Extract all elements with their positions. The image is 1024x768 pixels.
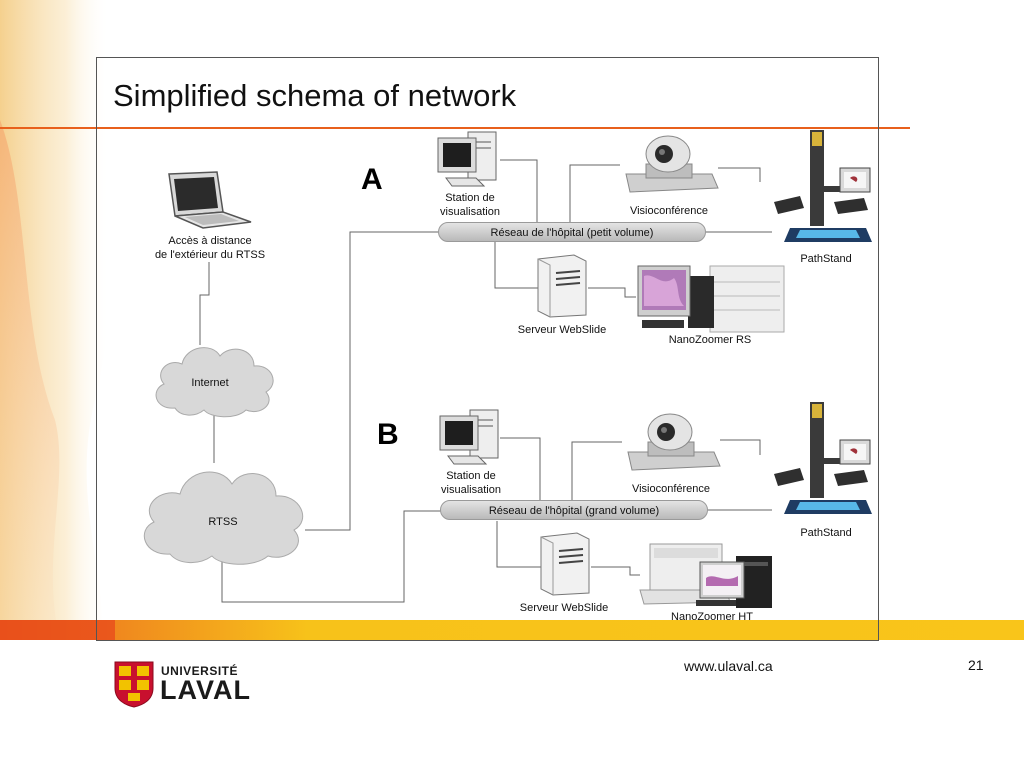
video-camera-icon: [625, 135, 719, 193]
footer-url: www.ulaval.ca: [684, 658, 773, 674]
nanozoomer-ht-icon: [639, 543, 772, 608]
server-icon: [537, 254, 587, 318]
server-b-label: Serveur WebSlide: [519, 602, 609, 614]
network-a-pill: Réseau de l'hôpital (petit volume): [438, 222, 706, 242]
internet-label: Internet: [191, 377, 229, 389]
station-a-label-1: Station de: [445, 192, 495, 204]
workstation-icon: [437, 131, 497, 187]
server-a-label: Serveur WebSlide: [517, 324, 607, 336]
slide-title: Simplified schema of network: [113, 78, 517, 113]
pathstand-icon: [774, 402, 872, 514]
server-icon: [540, 532, 590, 596]
pathstand-a-label: PathStand: [800, 253, 852, 265]
video-camera-icon: [627, 413, 721, 471]
internet-cloud-icon: [155, 347, 274, 418]
rtss-cloud-icon: [143, 471, 304, 565]
section-a-marker: A: [361, 163, 383, 196]
scanner-a-label: NanoZoomer RS: [668, 334, 752, 346]
network-b-pill: Réseau de l'hôpital (grand volume): [440, 500, 708, 520]
station-b-label-1: Station de: [446, 470, 496, 482]
remote-access-label-2: de l'extérieur du RTSS: [154, 249, 266, 261]
pathstand-b-label: PathStand: [800, 527, 852, 539]
page-number: 21: [968, 657, 984, 673]
logo-text-laval: LAVAL: [160, 675, 251, 705]
visio-b-label: Visioconférence: [631, 483, 711, 495]
nanozoomer-rs-icon: [637, 265, 785, 333]
scanner-b-label: NanoZoomer HT: [671, 611, 753, 623]
laptop-icon: [168, 171, 252, 229]
section-b-marker: B: [377, 418, 399, 451]
visio-a-label: Visioconférence: [629, 205, 709, 217]
pathstand-icon: [774, 130, 872, 242]
logo-text-universite: UNIVERSITÉ: [161, 664, 239, 678]
station-a-label-2: visualisation: [440, 206, 500, 218]
station-b-label-2: visualisation: [441, 484, 501, 496]
workstation-icon: [439, 409, 499, 465]
rtss-label: RTSS: [208, 516, 238, 528]
university-crest-logo: [114, 661, 154, 708]
slide-frame: [96, 57, 879, 641]
remote-access-label-1: Accès à distance: [168, 235, 252, 247]
